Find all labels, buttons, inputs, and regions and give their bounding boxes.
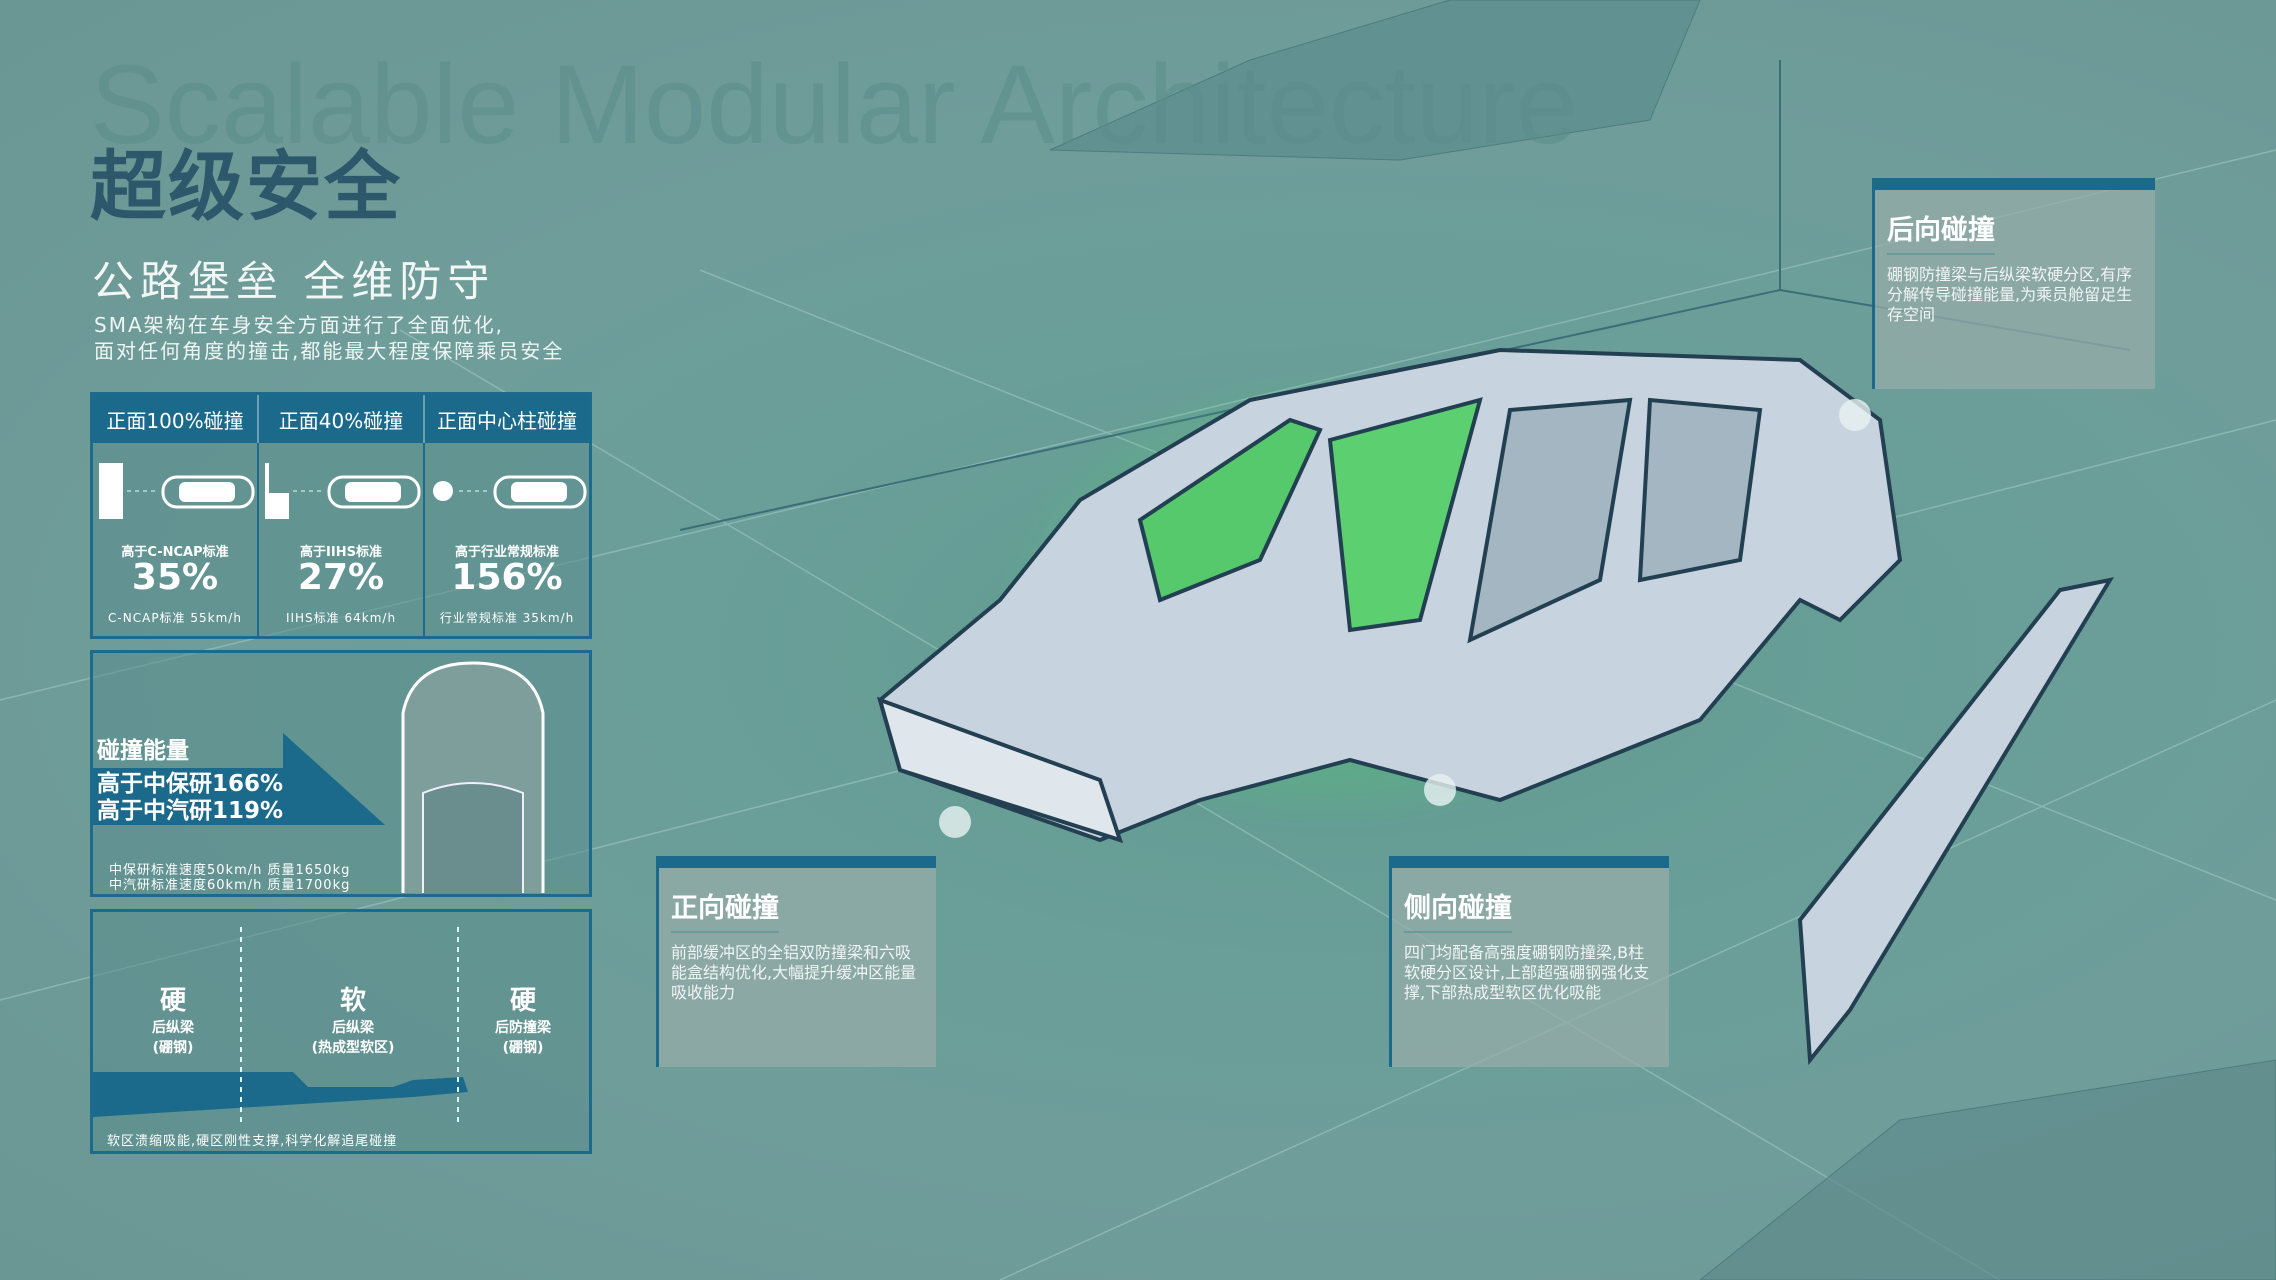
front-impact-card: 正向碰撞 前部缓冲区的全铝双防撞梁和六吸能盒结构优化,大幅提升缓冲区能量吸收能力 — [656, 856, 936, 1067]
card-title: 侧向碰撞 — [1404, 886, 1512, 933]
card-text: 硼钢防撞梁与后纵梁软硬分区,有序分解传导碰撞能量,为乘员舱留足生存空间 — [1887, 265, 2133, 324]
page-description: SMA架构在车身安全方面进行了全面优化, 面对任何角度的撞击,都能最大程度保障乘… — [94, 312, 564, 364]
offset-barrier-icon — [265, 463, 421, 519]
description-line: SMA架构在车身安全方面进行了全面优化, — [94, 313, 504, 337]
baseline-label: IIHS标准 64km/h — [285, 611, 397, 625]
crash-test-header: 正面40%碰撞 — [259, 395, 425, 443]
pole-icon — [433, 475, 587, 509]
standard-label: 高于行业常规标准 — [454, 545, 559, 560]
full-barrier-icon — [99, 463, 255, 519]
zone-item: 硬 后防撞梁 (硼钢) — [473, 980, 573, 1057]
rear-rail-diagram — [93, 927, 468, 1122]
rear-zone-panel: 硬 后纵梁 (硼钢) 软 后纵梁 (热成型软区) 硬 后防撞梁 (硼钢) 软区溃… — [90, 909, 592, 1154]
zone-caption: 软区溃缩吸能,硬区刚性支撑,科学化解追尾碰撞 — [107, 1134, 398, 1149]
rear-impact-card: 后向碰撞 硼钢防撞梁与后纵梁软硬分区,有序分解传导碰撞能量,为乘员舱留足生存空间 — [1872, 178, 2155, 389]
description-line: 面对任何角度的撞击,都能最大程度保障乘员安全 — [94, 339, 565, 363]
impact-point-rear — [1839, 399, 1871, 431]
crash-test-column: 高于IIHS标准 27% IIHS标准 64km/h — [259, 443, 425, 636]
zone-material: (硼钢) — [152, 1040, 194, 1056]
zone-material: (热成型软区) — [311, 1040, 395, 1056]
crash-energy-panel: 碰撞能量 高于中保研166% 高于中汽研119% 中保研标准速度50km/h 质… — [90, 650, 592, 897]
zone-hardness: 软 — [339, 986, 366, 1016]
percentage-value: 27% — [297, 557, 385, 598]
card-text: 四门均配备高强度硼钢防撞梁,B柱软硬分区设计,上部超强硼钢强化支撑,下部热成型软… — [1404, 943, 1650, 1002]
energy-line: 高于中保研166% — [97, 771, 284, 797]
crystal-shape — [1699, 1059, 2276, 1280]
card-title: 正向碰撞 — [671, 886, 779, 933]
percentage-value: 35% — [131, 557, 219, 598]
zone-item: 硬 后纵梁 (硼钢) — [123, 980, 223, 1057]
baseline-label: 行业常规标准 35km/h — [439, 611, 575, 625]
page-title: 超级安全 — [90, 142, 402, 231]
zone-material: (硼钢) — [502, 1040, 544, 1056]
energy-line: 高于中汽研119% — [97, 798, 284, 824]
zone-part: 后纵梁 — [152, 1020, 194, 1036]
impact-point-side — [1424, 774, 1456, 806]
side-impact-card: 侧向碰撞 四门均配备高强度硼钢防撞梁,B柱软硬分区设计,上部超强硼钢强化支撑,下… — [1389, 856, 1669, 1067]
crash-test-column: 高于行业常规标准 156% 行业常规标准 35km/h — [425, 443, 589, 636]
zone-item: 软 后纵梁 (热成型软区) — [273, 980, 433, 1057]
energy-label: 碰撞能量 — [97, 738, 189, 764]
zone-hardness: 硬 — [509, 986, 536, 1016]
crash-test-header: 正面100%碰撞 — [93, 395, 259, 443]
side-panel-frame — [1797, 577, 2115, 1066]
standard-label: 高于IIHS标准 — [300, 545, 382, 560]
baseline-label: C-NCAP标准 55km/h — [108, 611, 242, 625]
percentage-value: 156% — [451, 557, 563, 598]
energy-note: 中汽研标准速度60km/h 质量1700kg — [109, 878, 351, 893]
zone-part: 后防撞梁 — [495, 1020, 551, 1036]
page-subtitle: 公路堡垒 全维防守 — [92, 257, 496, 306]
energy-arrow-graphic — [93, 661, 545, 893]
energy-note: 中保研标准速度50km/h 质量1650kg — [109, 863, 351, 878]
zone-hardness: 硬 — [159, 986, 186, 1016]
crash-test-header: 正面中心柱碰撞 — [437, 408, 577, 433]
energy-comparisons: 高于中保研166% 高于中汽研119% — [97, 771, 283, 825]
card-text: 前部缓冲区的全铝双防撞梁和六吸能盒结构优化,大幅提升缓冲区能量吸收能力 — [671, 943, 917, 1002]
impact-point-front — [939, 806, 971, 838]
card-title: 后向碰撞 — [1887, 208, 1995, 255]
crash-test-panel: 正面100%碰撞 正面40%碰撞 正面中心柱碰撞 高于C-NCAP标准 35% … — [90, 392, 592, 639]
watermark-text: Scalable Modular Architecture — [90, 42, 1578, 167]
crystal-shape — [1049, 0, 1701, 161]
standard-label: 高于C-NCAP标准 — [121, 545, 229, 560]
car-body-frame — [877, 347, 1903, 844]
energy-notes: 中保研标准速度50km/h 质量1650kg 中汽研标准速度60km/h 质量1… — [109, 863, 350, 893]
crash-test-column: 高于C-NCAP标准 35% C-NCAP标准 55km/h — [93, 443, 259, 636]
zone-part: 后纵梁 — [332, 1020, 374, 1036]
